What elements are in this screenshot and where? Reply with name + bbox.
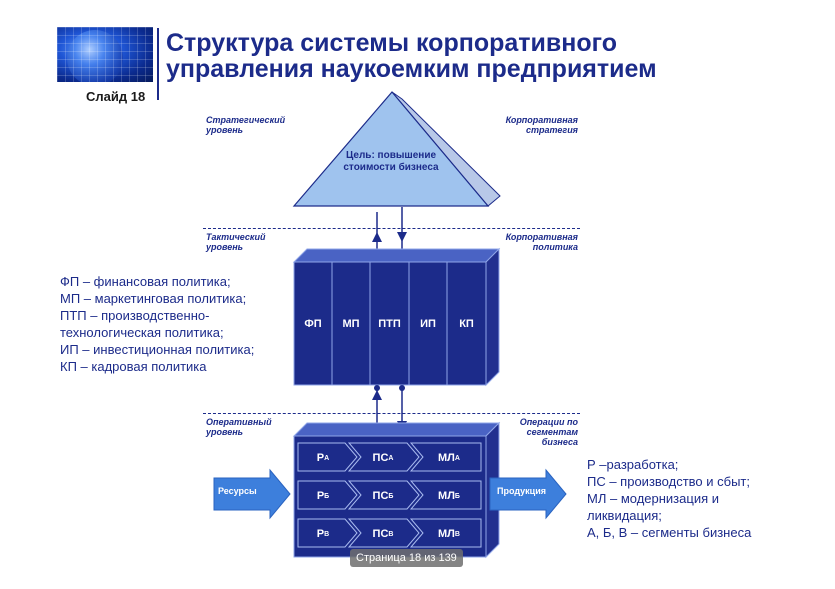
stage-code: МЛ: [438, 452, 455, 464]
segment-code: В: [454, 530, 460, 538]
policy-legend: ФП – финансовая политика; МП – маркетинг…: [60, 273, 254, 375]
segment-code: Б: [324, 492, 330, 500]
legend-line: МЛ – модернизация и: [587, 491, 719, 506]
stage-code: Р: [316, 452, 325, 464]
legend-line: ПС – производство и сбыт;: [587, 474, 750, 489]
slide-thumbnail: [57, 27, 153, 82]
ops-row-shapes: [297, 480, 482, 510]
policy-block-side: [485, 247, 500, 387]
resources-arrow: [213, 468, 291, 520]
operational-level-label: Оперативный уровень: [206, 417, 272, 437]
segment-code: А: [388, 454, 394, 462]
segment-operations-label: Операции по сегментам бизнеса: [519, 417, 578, 447]
policy-ptp: ПТП: [378, 317, 401, 330]
legend-line: Р –разработка;: [587, 457, 679, 472]
level-divider-2: [203, 413, 580, 414]
legend-line: ИП – инвестиционная политика;: [60, 342, 255, 357]
segment-code: В: [324, 530, 330, 538]
network-grid: [57, 27, 153, 82]
policy-kp: КП: [459, 317, 474, 330]
product-arrow: [489, 468, 567, 520]
segment-code: В: [388, 530, 394, 538]
ops-block-top: [292, 422, 501, 437]
segment-code: Б: [388, 492, 394, 500]
legend-line: технологическая политика;: [60, 325, 224, 340]
slide-number: Слайд 18: [86, 89, 146, 104]
segment-code: А: [324, 454, 330, 462]
policy-block-top: [292, 248, 501, 263]
legend-line: ФП – финансовая политика;: [60, 274, 231, 289]
stage-code: Р: [316, 528, 325, 540]
goal-pyramid: [292, 91, 490, 207]
product-label: Продукция: [497, 486, 546, 496]
legend-line: ликвидация;: [587, 508, 662, 523]
ops-legend: Р –разработка; ПС – производство и сбыт;…: [587, 456, 751, 541]
ops-row-shapes: [297, 518, 482, 548]
globe-icon: [67, 30, 123, 82]
title-line-2: управления наукоемким предприятием: [166, 55, 657, 83]
stage-code: ПС: [372, 490, 389, 502]
level-divider-1: [203, 228, 580, 229]
ops-row-shapes: [297, 442, 482, 472]
tactical-level-label: Тактический уровень: [206, 232, 266, 252]
header-divider: [157, 28, 159, 100]
goal-text: Цель: повышение стоимости бизнеса: [343, 150, 439, 173]
segment-code: Б: [454, 492, 460, 500]
page-counter-badge[interactable]: Страница 18 из 139: [350, 549, 463, 567]
resources-label: Ресурсы: [218, 486, 257, 496]
legend-line: КП – кадровая политика: [60, 359, 207, 374]
policy-fp: ФП: [304, 317, 322, 330]
segment-code: А: [454, 454, 460, 462]
policy-mp: МП: [342, 317, 360, 330]
strategic-level-label: Стратегический уровень: [206, 115, 286, 135]
corporate-policy-label: Корпоративная политика: [505, 232, 578, 252]
policy-block: [293, 261, 487, 386]
stage-code: Р: [316, 490, 325, 502]
stage-code: ПС: [372, 452, 389, 464]
page-title: Структура системы корпоративного управле…: [166, 30, 657, 82]
stage-code: МЛ: [438, 528, 455, 540]
stage-code: ПС: [372, 528, 389, 540]
title-line-1: Структура системы корпоративного: [166, 29, 617, 57]
policy-ip: ИП: [420, 317, 436, 330]
corporate-strategy-label: Корпоративная стратегия: [505, 115, 578, 135]
legend-line: МП – маркетинговая политика;: [60, 291, 247, 306]
legend-line: ПТП – производственно-: [60, 308, 210, 323]
stage-code: МЛ: [438, 490, 455, 502]
legend-line: А, Б, В – сегменты бизнеса: [587, 525, 752, 540]
